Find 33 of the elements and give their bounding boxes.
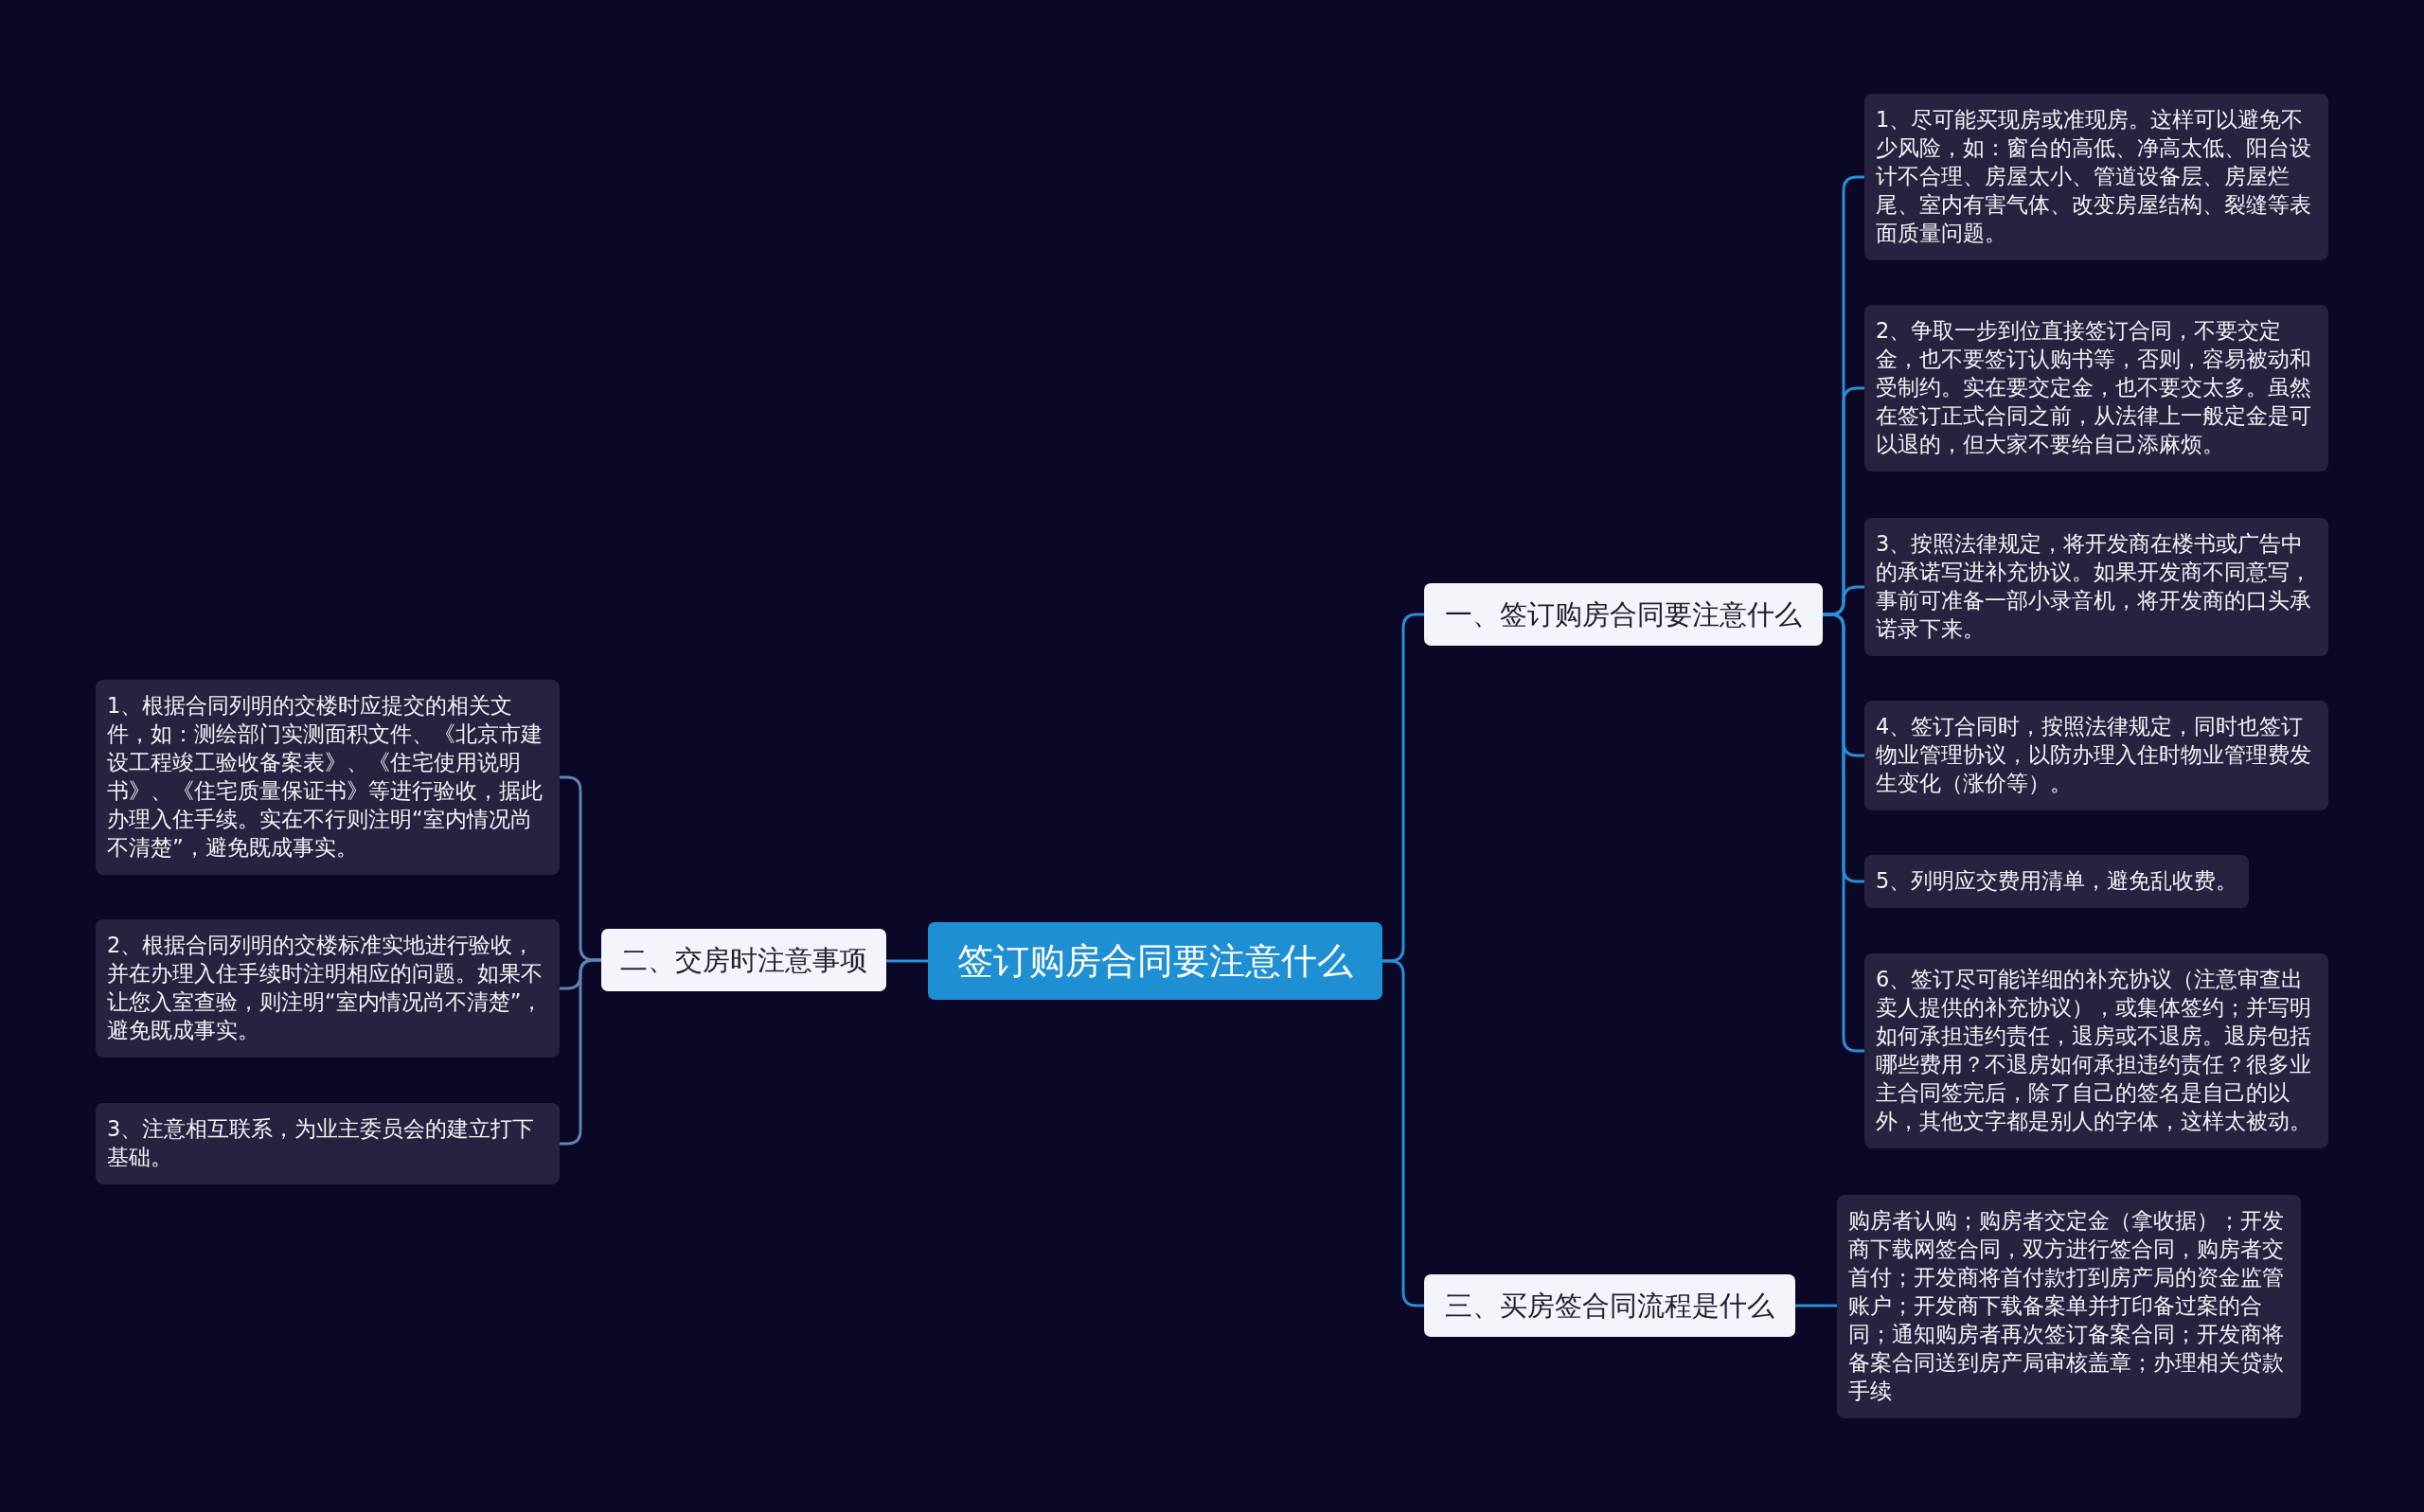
connector-line (1382, 959, 1424, 1307)
note-text: 4、签订合同时，按照法律规定，同时也签订物业管理协议，以防办理入住时物业管理费发生变化（涨价等）。 (1876, 713, 2312, 797)
connector-line (1795, 1304, 1837, 1307)
note-card (1864, 94, 2328, 260)
connector-line (886, 959, 928, 963)
branch-topic (1424, 583, 1823, 646)
note-card (1864, 518, 2328, 656)
central-topic-text: 签订购房合同要注意什么 (956, 939, 1354, 983)
note-card (96, 680, 560, 875)
note-text: 1、根据合同列明的交楼时应提交的相关文件，如：测绘部门实测面积文件、《北京市建设工程竣工验收备案表》、《住宅使用说明书》、《住宅质量保证书》等进行验收，据此办理入住手续。实在不行则注明“室内情况尚不清楚”，避免既成事实。 (107, 692, 544, 862)
note-text: 购房者认购；购房者交定金（拿收据）；开发商下载网签合同，双方进行签合同，购房者交首付；开发商将首付款打到房产局的资金监管账户；开发商下载备案单并打印备过案的合同；通知购房者再次签订备案合同；开发商将备案合同送到房产局审核盖章；办理相关贷款手续 (1848, 1207, 2285, 1405)
branch-topic-text: 三、买房签合同流程是什么 (1444, 1289, 1775, 1324)
note-text: 5、列明应交费用清单，避免乱收费。 (1876, 867, 2238, 895)
note-text: 2、根据合同列明的交楼标准实地进行验收，并在办理入住手续时注明相应的问题。如果不让您入室查验，则注明“室内情况尚不清楚”，避免既成事实。 (107, 932, 544, 1044)
note-card (1837, 1195, 2301, 1418)
connector-line (560, 958, 601, 1146)
note-card (96, 1103, 560, 1184)
note-text: 2、争取一步到位直接签订合同，不要交定金，也不要签订认购书等，否则，容易被动和受制约。实在要交定金，也不要交太多。虽然在签订正式合同之前，从法律上一般定金是可以退的，但大家不要给自己添麻烦。 (1876, 317, 2312, 458)
note-card (96, 919, 560, 1058)
note-card (1864, 953, 2328, 1148)
note-card (1864, 701, 2328, 810)
note-text: 1、尽可能买现房或准现房。这样可以避免不少风险，如：窗台的高低、净高太低、阳台设计不合理、房屋太小、管道设备层、房屋烂尾、室内有害气体、改变房屋结构、裂缝等表面质量问题。 (1876, 106, 2312, 247)
branch-topic (601, 929, 886, 991)
central-topic (928, 922, 1382, 1000)
note-card (1864, 305, 2328, 471)
branch-topic (1424, 1274, 1795, 1337)
note-text: 6、签订尽可能详细的补充协议（注意审查出卖人提供的补充协议），或集体签约；并写明如何承担违约责任，退房或不退房。退房包括哪些费用？不退房如何承担违约责任？很多业主合同签完后，除了自己的签名是自己的以外，其他文字都是别人的字体，这样太被动。 (1876, 966, 2312, 1135)
note-text: 3、按照法律规定，将开发商在楼书或广告中的承诺写进补充协议。如果开发商不同意写，事前可准备一部小录音机，将开发商的口头承诺录下来。 (1876, 530, 2312, 643)
connector-line (1823, 613, 1864, 1053)
note-text: 3、注意相互联系，为业主委员会的建立打下基础。 (107, 1115, 536, 1171)
note-card (1864, 855, 2250, 908)
branch-topic-text: 二、交房时注意事项 (619, 943, 868, 978)
branch-topic-text: 一、签订购房合同要注意什么 (1444, 597, 1803, 632)
